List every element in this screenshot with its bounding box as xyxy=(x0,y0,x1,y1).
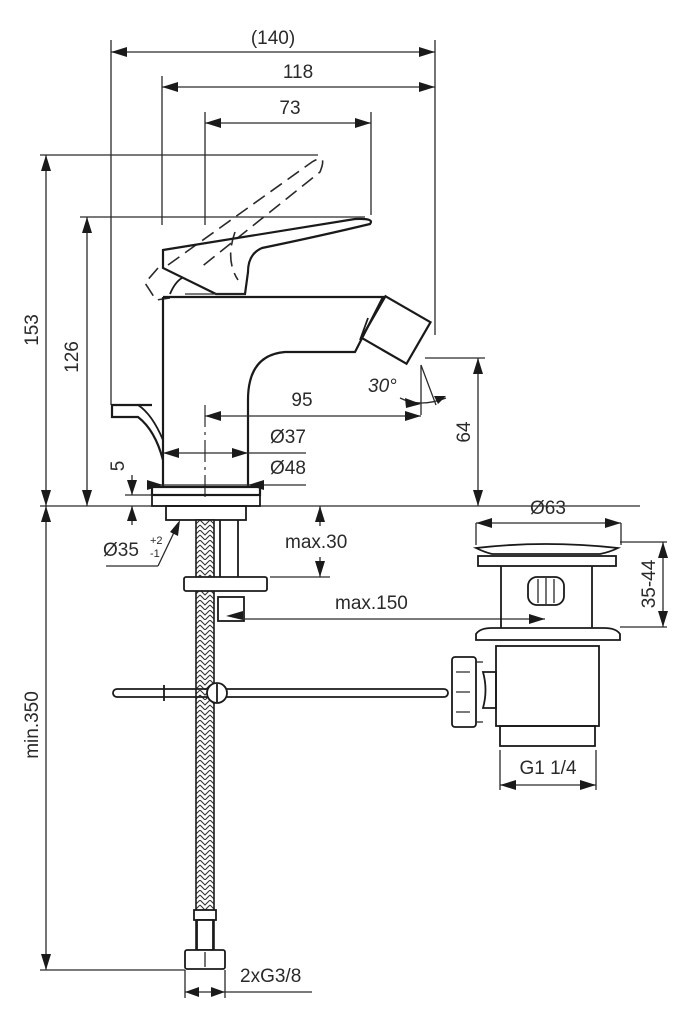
pop-up-knob xyxy=(110,403,165,461)
dimension-deck-thickness: max.30 xyxy=(270,506,347,578)
lever-handle xyxy=(161,217,373,296)
label-hose-length: min.350 xyxy=(22,691,43,759)
label-height-raised: 153 xyxy=(22,314,43,346)
dimension-hose-length: min.350 xyxy=(22,506,185,971)
dimension-base-thickness: 5 xyxy=(108,461,152,525)
label-popup-rod: max.150 xyxy=(335,593,408,614)
label-waste-height: 35-44 xyxy=(639,559,660,608)
label-spout-height: 64 xyxy=(454,421,475,443)
dimension-spout-reach: 118 xyxy=(162,62,435,92)
label-tolerance-plus: +2 xyxy=(150,535,163,547)
dimension-body-diameter: Ø37 xyxy=(163,427,306,458)
dimension-waste-diameter: Ø63 xyxy=(475,498,622,545)
label-tolerance-minus: -1 xyxy=(150,548,160,560)
label-base-diameter: Ø48 xyxy=(270,458,306,479)
dimension-hole-diameter: Ø35 +2 -1 xyxy=(103,520,180,567)
dimension-handle-reach: 73 xyxy=(205,98,371,128)
spout-aerator xyxy=(359,294,433,366)
label-height-closed: 126 xyxy=(62,341,83,373)
label-waste-thread: G1 1/4 xyxy=(519,758,576,779)
dimension-height-closed: 126 xyxy=(62,217,92,506)
label-hole-diameter: Ø35 xyxy=(103,540,139,561)
label-spout-reach: 118 xyxy=(283,62,313,83)
dimension-spout-angle: 30° xyxy=(368,364,447,415)
label-base-thickness: 5 xyxy=(108,461,129,472)
extension-lines xyxy=(40,40,640,507)
label-deck-thickness: max.30 xyxy=(285,532,347,553)
pop-up-waste xyxy=(451,543,622,747)
dimension-base-diameter: Ø48 xyxy=(147,458,306,490)
label-hose-connection: 2xG3/8 xyxy=(240,966,301,987)
dimension-hose-connection: 2xG3/8 xyxy=(184,966,312,998)
faucet-base xyxy=(150,485,262,507)
label-overall-depth: (140) xyxy=(251,28,295,49)
dimension-waste-height: 35-44 xyxy=(620,541,668,628)
hose-connector xyxy=(184,909,226,970)
dimension-height-raised: 153 xyxy=(22,155,51,506)
dimension-overall-depth: (140) xyxy=(111,28,435,57)
pull-rod-linkage xyxy=(112,682,449,704)
under-deck-assembly xyxy=(165,505,268,961)
dimension-spout-height: 64 xyxy=(425,357,485,506)
label-spout-projection: 95 xyxy=(291,390,312,411)
dimension-popup-rod: max.150 xyxy=(244,593,545,624)
label-handle-reach: 73 xyxy=(279,98,300,119)
dimension-waste-thread: G1 1/4 xyxy=(499,750,597,790)
label-body-diameter: Ø37 xyxy=(270,427,306,448)
label-spout-angle: 30° xyxy=(368,376,397,397)
dimension-spout-projection: 95 xyxy=(205,390,421,421)
label-waste-diameter: Ø63 xyxy=(530,498,566,519)
